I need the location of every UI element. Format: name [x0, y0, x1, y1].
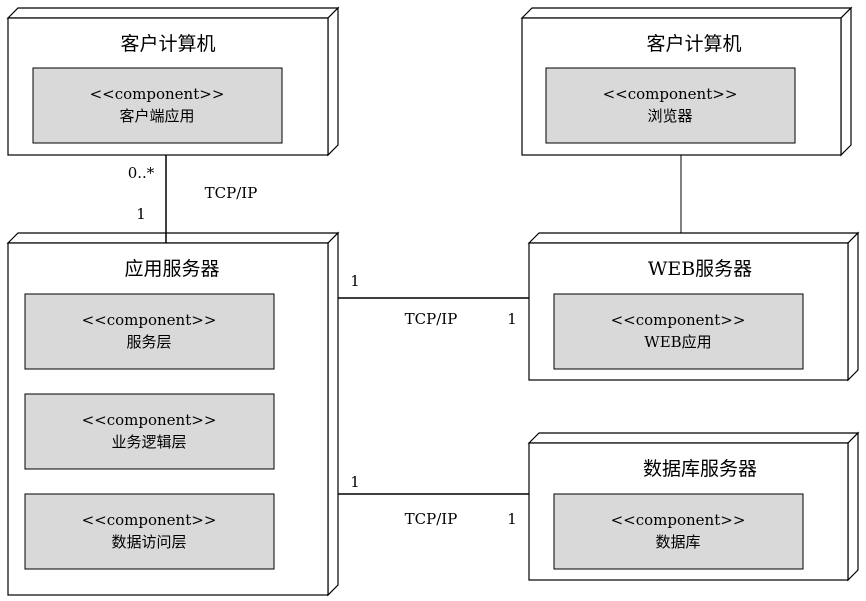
node-database-server: 数据库服务器 <<component>> 数据库 [527, 431, 860, 582]
component-stereotype: <<component>> [82, 311, 217, 329]
node-client-computer: 客户计算机 <<component>> 客户端应用 [6, 6, 340, 157]
multiplicity-app-server: 1 [350, 473, 360, 491]
component-service-layer: <<component>> 服务层 [24, 293, 275, 370]
node-browser-computer: 客户计算机 <<component>> 浏览器 [520, 6, 853, 157]
node-application-server: 应用服务器 <<component>> 服务层 <<component>> 业务… [6, 231, 340, 597]
component-database: <<component>> 数据库 [553, 493, 804, 570]
component-stereotype: <<component>> [611, 511, 746, 529]
component-name: 业务逻辑层 [111, 433, 186, 451]
node-title: 客户计算机 [120, 33, 215, 55]
component-stereotype: <<component>> [82, 511, 217, 529]
node-title: 客户计算机 [646, 33, 741, 55]
component-stereotype: <<component>> [611, 311, 746, 329]
component-stereotype: <<component>> [82, 411, 217, 429]
component-name: 数据库 [655, 533, 700, 551]
component-business-logic-layer: <<component>> 业务逻辑层 [24, 393, 275, 470]
multiplicity-db-server: 1 [507, 510, 517, 528]
component-name: 浏览器 [647, 107, 692, 125]
component-name: WEB应用 [644, 333, 711, 351]
protocol-label: TCP/IP [205, 184, 258, 202]
node-web-server: WEB服务器 <<component>> WEB应用 [527, 231, 860, 382]
protocol-label: TCP/IP [405, 510, 458, 528]
component-stereotype: <<component>> [603, 85, 738, 103]
component-name: 客户端应用 [119, 107, 194, 125]
multiplicity-client: 0..* [128, 164, 155, 182]
node-title: 数据库服务器 [643, 458, 757, 480]
node-title: 应用服务器 [124, 258, 219, 280]
component-data-access-layer: <<component>> 数据访问层 [24, 493, 275, 570]
multiplicity-app-server: 1 [350, 272, 360, 290]
protocol-label: TCP/IP [405, 310, 458, 328]
node-title: WEB服务器 [648, 258, 752, 280]
component-client-app: <<component>> 客户端应用 [32, 67, 283, 144]
component-name: 数据访问层 [111, 533, 186, 551]
component-browser: <<component>> 浏览器 [545, 67, 796, 144]
component-stereotype: <<component>> [90, 85, 225, 103]
component-web-app: <<component>> WEB应用 [553, 293, 804, 370]
multiplicity-app-server: 1 [136, 205, 146, 223]
multiplicity-web-server: 1 [507, 310, 517, 328]
component-name: 服务层 [126, 333, 171, 351]
